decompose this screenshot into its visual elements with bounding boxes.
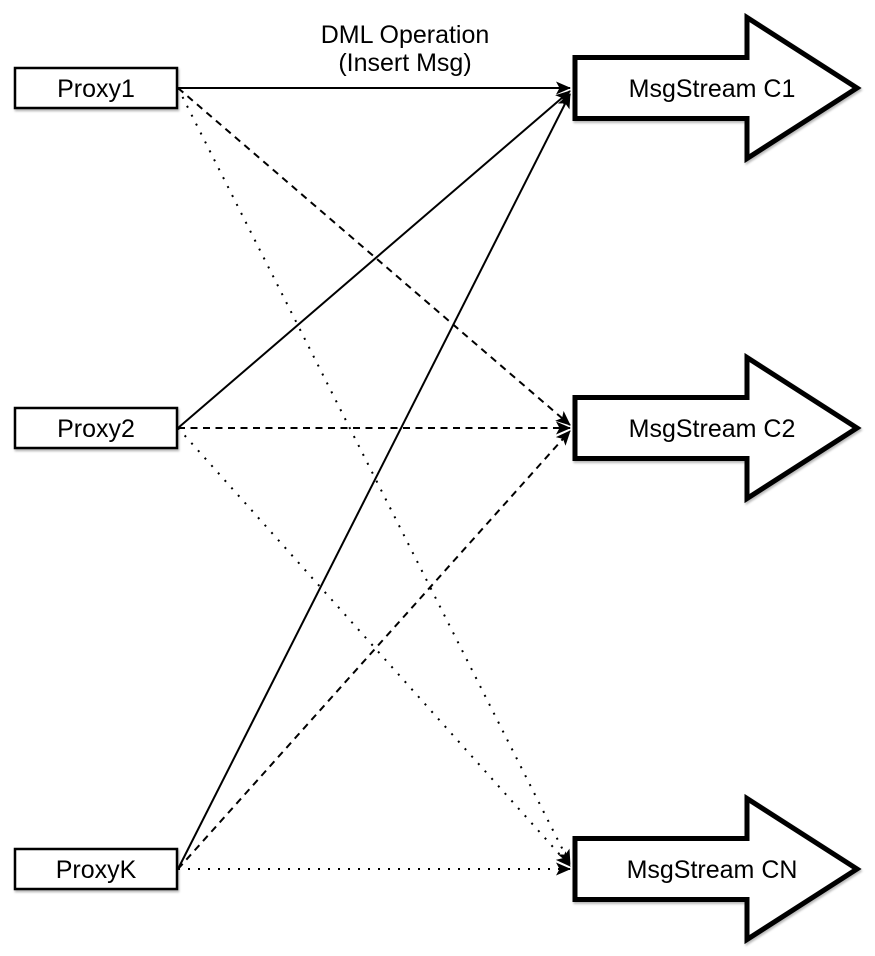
proxy1-box [13, 66, 179, 110]
proxy2-box [13, 406, 179, 450]
msgstream-c2-arrow [572, 352, 862, 504]
proxyk-node: ProxyK [13, 847, 179, 891]
msgstream-c1-label: MsgStream C1 [629, 75, 796, 103]
msgstream-cn-label: MsgStream CN [627, 856, 798, 884]
edge-proxyk-to-msgstream-c1 [177, 93, 571, 870]
msgstream-c1-arrow [572, 12, 862, 164]
proxy2-node: Proxy2 [13, 406, 179, 450]
msgstream-cn-node: MsgStream CN [572, 793, 862, 945]
edge-proxy2-to-msgstream-cn [177, 427, 571, 867]
proxyk-label: ProxyK [56, 856, 137, 884]
proxyk-box [13, 847, 179, 891]
edge-proxy1-to-msgstream-cn [177, 87, 571, 865]
edge-proxyk-to-msgstream-c2 [177, 430, 571, 870]
edge-proxy1-to-msgstream-c2 [177, 87, 571, 426]
msgstream-c2-node: MsgStream C2 [572, 352, 862, 504]
proxy1-node: Proxy1 [13, 66, 179, 110]
edge-proxy2-to-msgstream-c1 [177, 90, 571, 429]
edge-group [177, 81, 571, 876]
edge-label-line2: (Insert Msg) [338, 49, 471, 77]
edge-label-line1: DML Operation [321, 21, 490, 49]
msgstream-c1-node: MsgStream C1 [572, 12, 862, 164]
proxy1-label: Proxy1 [57, 75, 135, 103]
msgstream-c2-label: MsgStream C2 [629, 415, 796, 443]
proxy2-label: Proxy2 [57, 415, 135, 443]
msgstream-cn-arrow [572, 793, 862, 945]
